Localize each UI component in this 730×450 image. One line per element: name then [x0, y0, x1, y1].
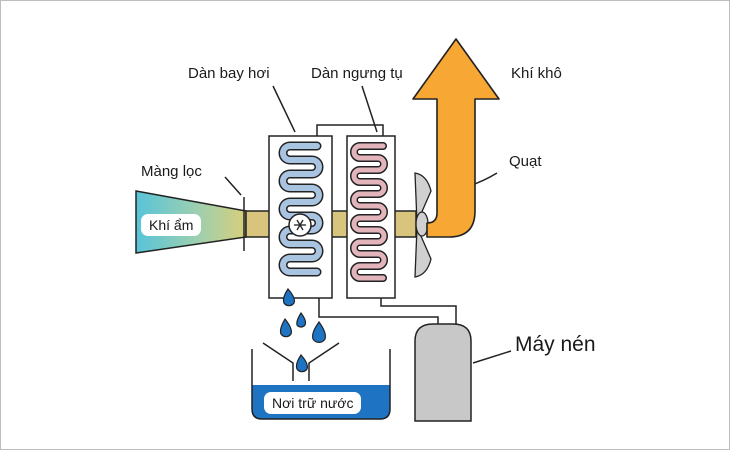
- funnel-left: [262, 342, 294, 381]
- dry-air-label: Khí khô: [511, 65, 562, 82]
- refrigerant-pipe-top: [316, 124, 384, 136]
- water-tank-outline: [251, 349, 391, 420]
- compressor-leader: [472, 350, 512, 364]
- compressor-label: Máy nén: [515, 333, 596, 356]
- evaporator-leader: [272, 85, 296, 133]
- water-drop: [296, 311, 307, 328]
- fan-label: Quạt: [509, 153, 542, 170]
- fan-blade-top: [414, 172, 432, 224]
- condenser-leader: [361, 85, 378, 133]
- fan-blade-bottom: [414, 226, 432, 278]
- water-drop: [279, 317, 292, 338]
- filter-label: Màng lọc: [141, 163, 202, 180]
- water-drop: [282, 288, 295, 307]
- refrigerant-pipe-low: [318, 298, 439, 324]
- water-drop: [312, 320, 326, 343]
- condenser-label: Dàn ngưng tụ: [311, 65, 403, 82]
- arrow-up-icon: [412, 38, 500, 238]
- water-drop: [295, 354, 308, 373]
- filter-leader: [224, 176, 242, 196]
- refrigerant-pipe-high: [380, 298, 457, 324]
- evaporator-label: Dàn bay hơi: [188, 65, 270, 82]
- water-tank-label: Nơi trữ nước: [264, 392, 362, 414]
- water-drops: [279, 288, 326, 373]
- humid-air-label: Khí ẩm: [141, 214, 202, 236]
- funnel-right: [308, 342, 340, 381]
- compressor-body: [414, 323, 472, 422]
- snowflake-icon: [288, 213, 312, 237]
